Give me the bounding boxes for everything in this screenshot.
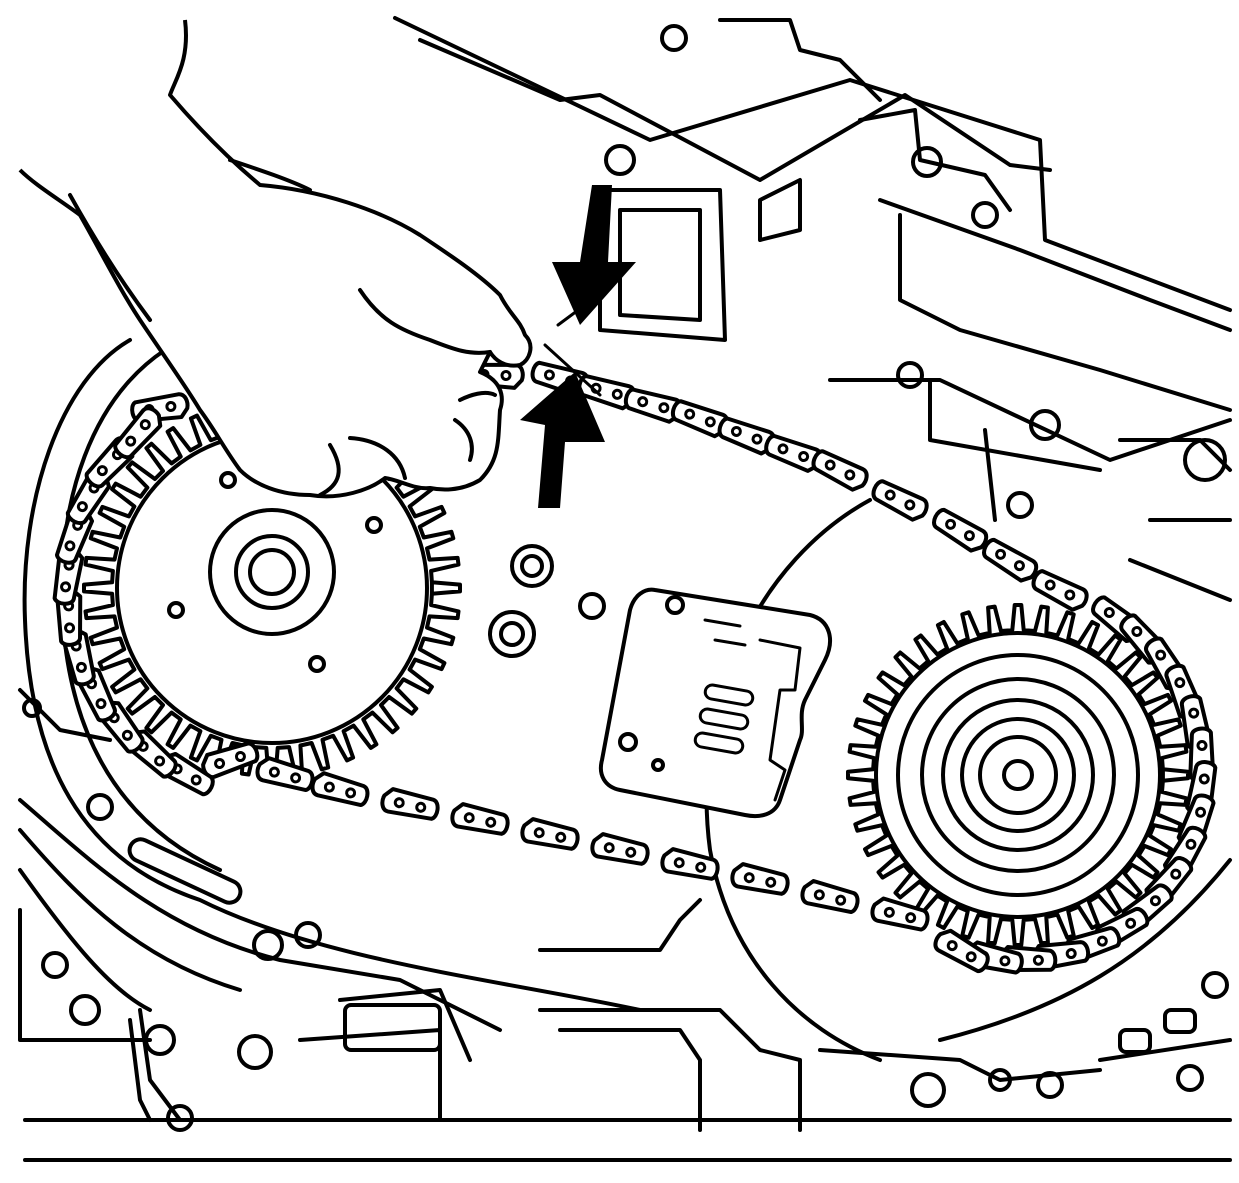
driven-sprocket-body <box>874 631 1162 919</box>
driven-sprocket-ring <box>896 653 1140 897</box>
case-right-rib-2 <box>898 213 1232 412</box>
chain-link <box>590 832 650 866</box>
driven-sprocket-bore <box>1002 759 1034 791</box>
chain-link <box>310 771 370 808</box>
case-lower-channel-2 <box>128 1018 152 1122</box>
drive-sprocket <box>82 398 462 778</box>
guide-plate-slot <box>703 618 747 647</box>
driven-sprocket-ring <box>978 735 1058 815</box>
chain-link <box>113 406 163 460</box>
deflection-arrow-up <box>520 372 605 508</box>
case-lower-pocket <box>298 1028 442 1122</box>
driven-sprocket-ring <box>941 698 1095 852</box>
drive-sprocket-hole <box>219 471 237 489</box>
case-slot <box>127 837 243 905</box>
deflection-arrows <box>520 185 636 508</box>
case-top-boss-2 <box>858 108 1012 212</box>
drive-sprocket-hub-ring <box>234 534 310 610</box>
case-lower-left-box <box>18 908 152 1042</box>
chain-link <box>1031 569 1089 612</box>
drive-sprocket-bore <box>248 548 296 596</box>
arrow-tick <box>556 283 614 327</box>
hand-palm-line <box>68 193 152 322</box>
case-lower-right-tab-2 <box>1163 1008 1197 1034</box>
guide-plate-body <box>599 587 832 819</box>
chain-link <box>660 847 720 881</box>
guide-plate-slot <box>693 731 745 755</box>
case-upper-rib-inner <box>418 38 1052 182</box>
case-bolt-holes <box>22 24 1229 1132</box>
case-right-edge-2 <box>1128 518 1232 602</box>
case-lower-rib <box>18 798 502 1032</box>
guide-plate-hole <box>665 595 685 615</box>
chain-link <box>520 817 580 851</box>
chain-link <box>871 479 929 522</box>
case-top-boss <box>718 18 882 102</box>
chain-link <box>932 507 989 553</box>
knuckle-line <box>318 443 341 497</box>
chain-link <box>933 928 990 974</box>
case-lower-center-2 <box>558 1028 702 1132</box>
hand <box>18 19 533 499</box>
deflection-arrow-down <box>552 185 636 325</box>
chain-link <box>800 879 860 915</box>
case-upper-rib <box>393 16 1232 312</box>
arrow-tick <box>543 343 602 397</box>
chain-link <box>870 896 930 932</box>
case-lower-rib-3 <box>18 868 152 1012</box>
case-right-rib <box>878 198 1232 332</box>
case-lower-right-arc <box>938 858 1232 1042</box>
case-lower-rib-2 <box>18 828 242 992</box>
guide-plate-hole <box>651 758 665 772</box>
drive-sprocket-hole <box>308 655 326 673</box>
case-right-rib-4 <box>928 378 1102 472</box>
driven-housing-arc <box>704 498 882 1062</box>
case-lower-ledge <box>538 898 702 952</box>
finger-crease <box>348 436 407 480</box>
case-web <box>983 428 997 522</box>
guide-plate-channel <box>758 638 802 802</box>
guide-plate-slot <box>703 683 755 707</box>
guide-plate-hole <box>618 732 638 752</box>
drive-sprocket-hole <box>365 516 383 534</box>
case-right-edge <box>1118 438 1232 472</box>
case-lower-right-edge <box>1098 1038 1232 1062</box>
chain-link <box>811 449 869 492</box>
case-tab <box>758 178 802 242</box>
thumb-crease <box>358 288 492 355</box>
case-lower-center <box>538 1008 802 1132</box>
case-lower-boss <box>343 1003 442 1052</box>
guide-plate-slot <box>698 707 750 731</box>
drive-sprocket-hole <box>167 601 185 619</box>
chain-guide-plate <box>599 587 832 819</box>
finger-crease <box>453 418 474 462</box>
driven-sprocket-ring <box>920 677 1116 873</box>
chain-link <box>730 862 790 896</box>
case-lower-pocket-2 <box>338 988 472 1062</box>
driven-sprocket <box>846 603 1190 947</box>
chain-link <box>255 756 315 793</box>
wrist-line <box>228 158 312 192</box>
drive-sprocket-hub <box>208 508 336 636</box>
chain-link <box>982 537 1039 583</box>
chain-link <box>450 802 510 836</box>
chain-link <box>380 787 440 821</box>
hand-outline <box>18 19 533 499</box>
case-left-notch <box>18 688 112 742</box>
finger-tip-line <box>458 390 497 402</box>
case-left-arc-outer <box>22 338 642 1012</box>
case-lower-right-tab <box>1118 1028 1152 1054</box>
driven-sprocket-ring <box>960 717 1076 833</box>
